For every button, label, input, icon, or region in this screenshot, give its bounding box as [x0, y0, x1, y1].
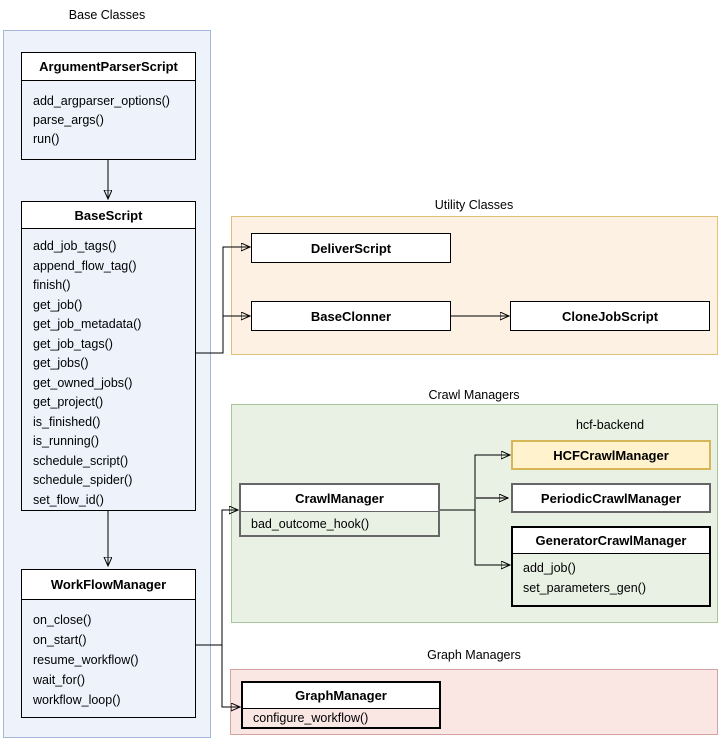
method-label: get_job()	[33, 297, 83, 312]
group-base-classes	[3, 30, 211, 738]
group-title-hcf-backend: hcf-backend	[575, 418, 645, 432]
method-label: append_flow_tag()	[33, 258, 137, 273]
class-box-crawlmanager[interactable]: CrawlManager bad_outcome_hook()	[239, 483, 440, 537]
method-label: get_owned_jobs()	[33, 375, 133, 390]
method-label: parse_args()	[33, 113, 104, 127]
method-label: get_jobs()	[33, 356, 89, 370]
class-method-list: add_job() set_parameters_gen()	[513, 554, 709, 598]
method-label: schedule_script()	[33, 453, 129, 468]
method-label: get_job_tags()	[33, 336, 113, 351]
method-label: resume_workflow()	[33, 653, 139, 667]
class-box-graphmanager[interactable]: GraphManager configure_workflow()	[241, 681, 441, 729]
class-method-list: bad_outcome_hook()	[241, 512, 438, 535]
method-label: bad_outcome_hook()	[251, 516, 370, 531]
group-title-graph-managers: Graph Managers	[427, 648, 521, 662]
class-box-deliverscript[interactable]: DeliverScript	[251, 233, 451, 263]
class-method-list: add_job_tags() append_flow_tag() finish() g…	[22, 229, 195, 510]
class-name-label: GraphManager	[243, 683, 439, 709]
method-label: on_close()	[33, 613, 92, 627]
method-label: workflow_loop()	[33, 693, 121, 707]
class-name-label: ArgumentParserScript	[22, 53, 195, 81]
method-label: add_job()	[523, 561, 576, 575]
group-title-base-classes: Base Classes	[68, 8, 146, 22]
class-box-basescript[interactable]: BaseScript add_job_tags() append_flow_tag…	[21, 201, 196, 511]
class-method-list: configure_workflow()	[243, 709, 439, 727]
class-name-label: GeneratorCrawlManager	[513, 528, 709, 554]
method-label: run()	[33, 132, 60, 146]
method-label: configure_workflow()	[253, 711, 369, 725]
class-box-argumentparserscript[interactable]: ArgumentParserScript add_argparser_optio…	[21, 52, 196, 160]
class-method-list: on_close() on_start() resume_workflow()wai…	[22, 600, 195, 710]
method-label: get_project()	[33, 395, 104, 409]
method-label: schedule_spider()	[33, 473, 133, 487]
class-box-generatorcrawlmanager[interactable]: GeneratorCrawlManager add_job() set_param…	[511, 526, 711, 607]
class-box-baseclonner[interactable]: BaseClonner	[251, 301, 451, 331]
class-box-workflowmanager[interactable]: WorkFlowManager on_close() on_start()resu…	[21, 569, 196, 718]
group-title-utility-classes: Utility Classes	[434, 198, 514, 212]
method-label: wait_for()	[33, 673, 86, 687]
method-label: set_parameters_gen()	[523, 581, 646, 595]
method-label: add_job_tags()	[33, 239, 117, 253]
method-label: set_flow_id()	[33, 492, 104, 507]
method-label: finish()	[33, 278, 71, 292]
class-name-label: BaseScript	[22, 202, 195, 229]
class-box-periodiccrawlmanager[interactable]: PeriodicCrawlManager	[511, 483, 711, 513]
class-box-hcfcrawlmanager[interactable]: HCFCrawlManager	[511, 440, 711, 470]
group-title-crawl-managers: Crawl Managers	[428, 388, 520, 402]
method-label: add_argparser_options()	[33, 94, 170, 108]
class-name-label: CrawlManager	[241, 485, 438, 512]
method-label: is_finished()	[33, 414, 101, 429]
class-name-label: WorkFlowManager	[22, 570, 195, 600]
method-label: on_start()	[33, 633, 87, 647]
class-method-list: add_argparser_options() parse_args() run()	[22, 81, 195, 149]
method-label: is_running()	[33, 434, 100, 448]
class-box-clonejobscript[interactable]: CloneJobScript	[510, 301, 710, 331]
method-label: get_job_metadata()	[33, 317, 142, 331]
